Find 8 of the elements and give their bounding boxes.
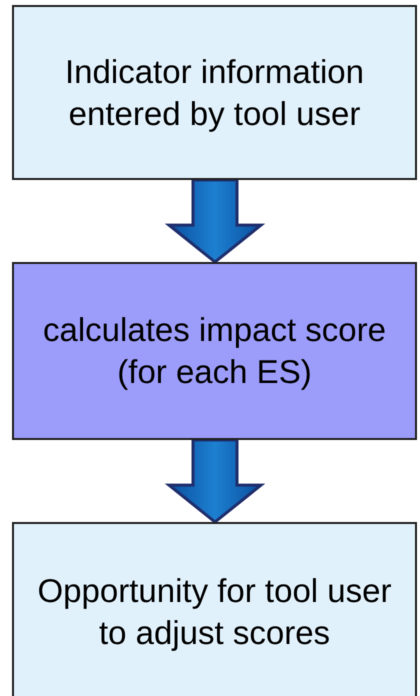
process-box [12,262,417,440]
block-arrow [164,178,266,264]
box-text: Indicator information entered by tool user [64,52,365,134]
process-box [12,5,417,180]
process-box [12,522,417,696]
block-arrow [164,438,266,524]
box-text: Opportunity for tool user to adjust scores [36,571,392,653]
box-text: calculates impact score (for each ES) [42,310,387,392]
